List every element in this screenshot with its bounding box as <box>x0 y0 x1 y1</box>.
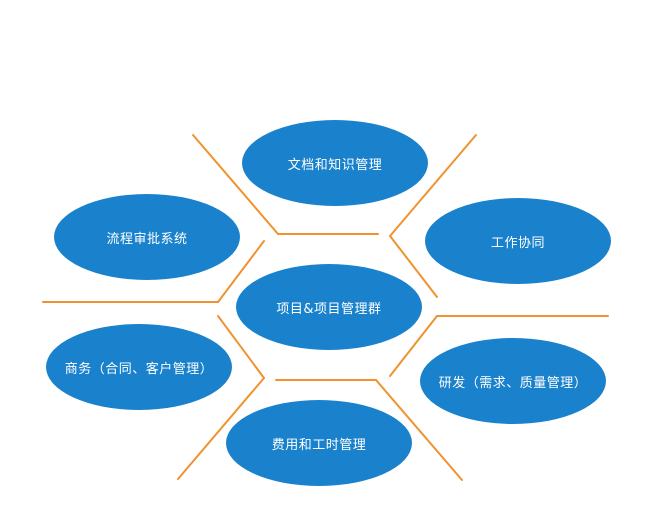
node-top-right: 工作协同 <box>425 198 611 284</box>
node-center-label: 项目&项目管理群 <box>276 301 382 317</box>
connector-line <box>217 240 265 303</box>
node-center: 项目&项目管理群 <box>236 264 422 350</box>
node-bottom-left-label: 商务（合同、客户管理） <box>64 361 214 377</box>
connector-line <box>217 315 265 379</box>
node-bottom-right: 研发（需求、质量管理） <box>420 338 606 424</box>
node-top-left-label: 流程审批系统 <box>106 231 188 247</box>
connector-line <box>389 315 438 377</box>
connector-line <box>177 377 265 480</box>
node-bottom-label: 费用和工时管理 <box>271 437 367 453</box>
connector-line <box>389 134 477 237</box>
node-top-right-label: 工作协同 <box>490 235 545 251</box>
node-bottom: 费用和工时管理 <box>226 400 412 486</box>
node-top: 文档和知识管理 <box>242 120 428 206</box>
node-bottom-left: 商务（合同、客户管理） <box>46 324 232 410</box>
connector-line <box>375 379 463 481</box>
connector-line <box>389 235 438 298</box>
node-top-left: 流程审批系统 <box>54 194 240 280</box>
node-top-label: 文档和知识管理 <box>287 157 383 173</box>
connector-line <box>192 134 279 235</box>
node-bottom-right-label: 研发（需求、质量管理） <box>438 375 588 391</box>
